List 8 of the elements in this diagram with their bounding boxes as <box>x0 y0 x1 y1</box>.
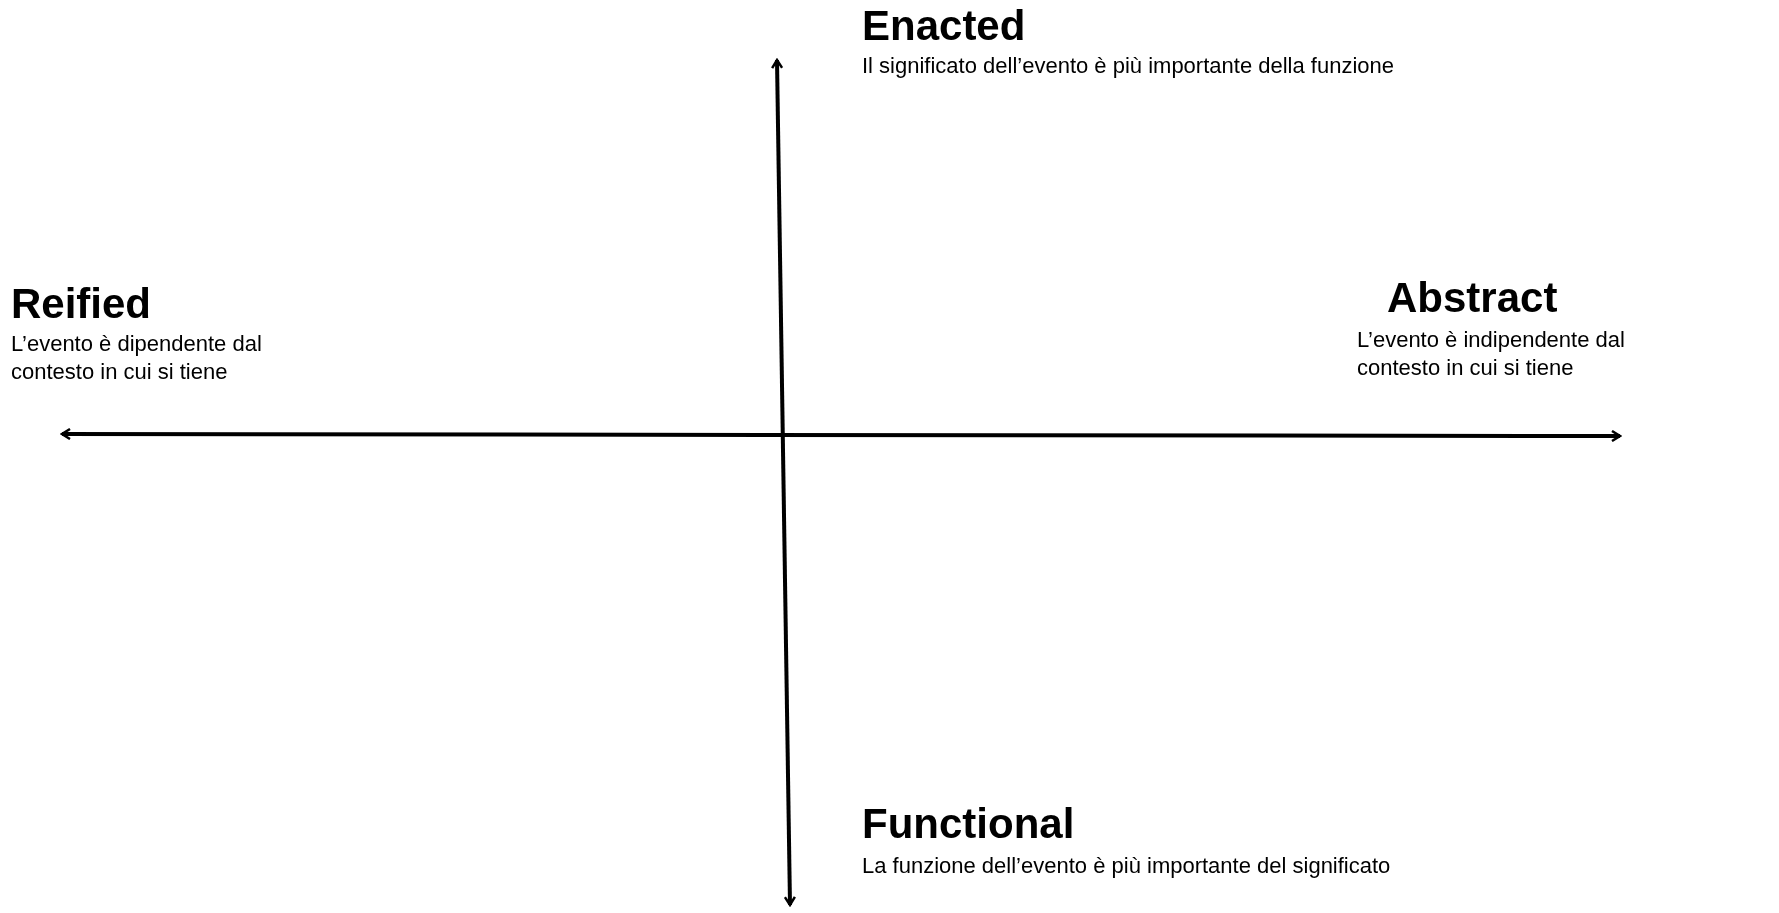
axis-pole-description: L’evento è indipendente dal contesto in cui si tiene <box>1357 326 1626 382</box>
axis-pole-heading: Abstract <box>1387 274 1558 322</box>
axis-pole-description: La funzione dell’evento è più importante del significato <box>862 852 1391 880</box>
axis-pole-description: Il significato dell’evento è più importante della funzione <box>862 52 1394 80</box>
axis-pole-heading: Functional <box>862 800 1075 848</box>
axis-pole-heading: Enacted <box>862 2 1026 50</box>
axis-pole-heading: Reified <box>11 280 152 328</box>
axis-pole-description: L’evento è dipendente dal contesto in cui si tiene <box>11 330 263 386</box>
